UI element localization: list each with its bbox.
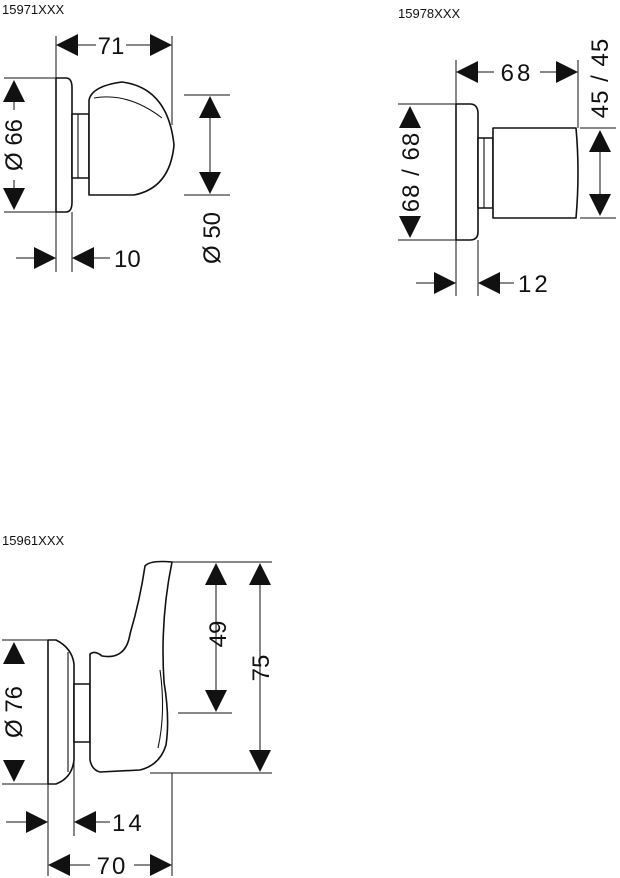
product-code: 15961XXX [2,533,64,548]
wall-plate [47,639,75,785]
dim-plate-depth-label: 14 [112,810,145,837]
dim-plate-depth-label: 10 [114,246,141,273]
dim-width-label: 68 [501,60,534,87]
dim-plate-depth-label: 12 [518,271,551,298]
dim-plate-diameter-label: Ø 76 [1,686,28,738]
dim-plate-size-label: 68 / 68 [398,132,425,212]
product-code: 15971XXX [2,2,64,17]
knob [88,81,175,196]
stem [71,113,90,179]
stem [73,683,91,743]
wall-plate [55,77,73,213]
product-15978: 15978XXX 68 68 / 68 45 / 45 [398,6,616,298]
square-body [492,127,579,219]
dim-lever-height-label: 49 [205,621,232,648]
product-code: 15978XXX [398,6,460,21]
lever-handle [89,560,173,773]
dim-body-size-label: 45 / 45 [587,38,614,118]
dim-plate-diameter-label: Ø 66 [1,119,28,171]
dim-total-height-label: 75 [248,655,275,682]
dim-width-label: 70 [97,853,128,878]
dim-width-label: 71 [98,33,125,60]
wall-plate [455,103,479,241]
stem [477,137,494,209]
product-15971: 15971XXX 71 Ø 66 Ø 50 [1,2,230,273]
dim-body-diameter-label: Ø 50 [199,212,226,264]
product-15961: 15961XXX 49 75 Ø 76 [1,533,275,878]
